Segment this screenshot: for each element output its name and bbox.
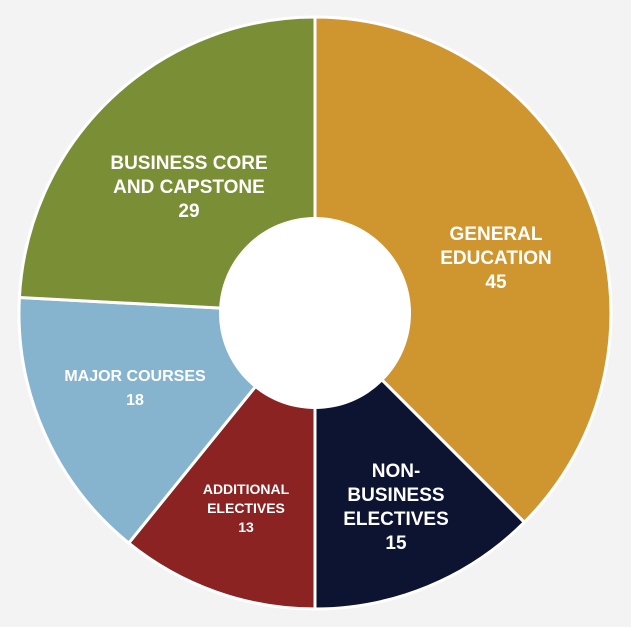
label-additional-electives: ADDITIONAL ELECTIVES 13 — [203, 481, 290, 535]
value-general-education: 45 — [485, 272, 507, 293]
name-line-non-business-electives: BUSINESS — [347, 485, 444, 506]
donut-hole — [219, 217, 411, 409]
value-non-business-electives: 15 — [385, 533, 407, 554]
value-additional-electives: 13 — [238, 519, 254, 535]
name-line-additional-electives: ELECTIVES — [207, 500, 285, 516]
name-line-business-core: BUSINESS CORE — [110, 153, 267, 174]
label-major-courses: MAJOR COURSES 18 — [64, 368, 206, 409]
slice-general-education — [313, 15, 613, 525]
name-line-business-core: AND CAPSTONE — [113, 177, 265, 198]
slices-group — [17, 15, 613, 611]
label-business-core: BUSINESS CORE AND CAPSTONE 29 — [110, 153, 267, 222]
value-business-core: 29 — [178, 201, 199, 222]
label-non-business-electives: NON- BUSINESS ELECTIVES 15 — [343, 461, 449, 554]
label-general-education: GENERAL EDUCATION 45 — [440, 224, 552, 293]
name-line-major-courses: MAJOR COURSES — [64, 368, 206, 385]
value-major-courses: 18 — [126, 392, 144, 409]
slice-business-core — [17, 15, 317, 315]
name-line-non-business-electives: ELECTIVES — [343, 509, 449, 530]
name-line-general-education: GENERAL — [450, 224, 543, 245]
name-line-general-education: EDUCATION — [440, 248, 552, 269]
name-line-additional-electives: ADDITIONAL — [203, 481, 290, 497]
name-line-non-business-electives: NON- — [372, 461, 421, 482]
